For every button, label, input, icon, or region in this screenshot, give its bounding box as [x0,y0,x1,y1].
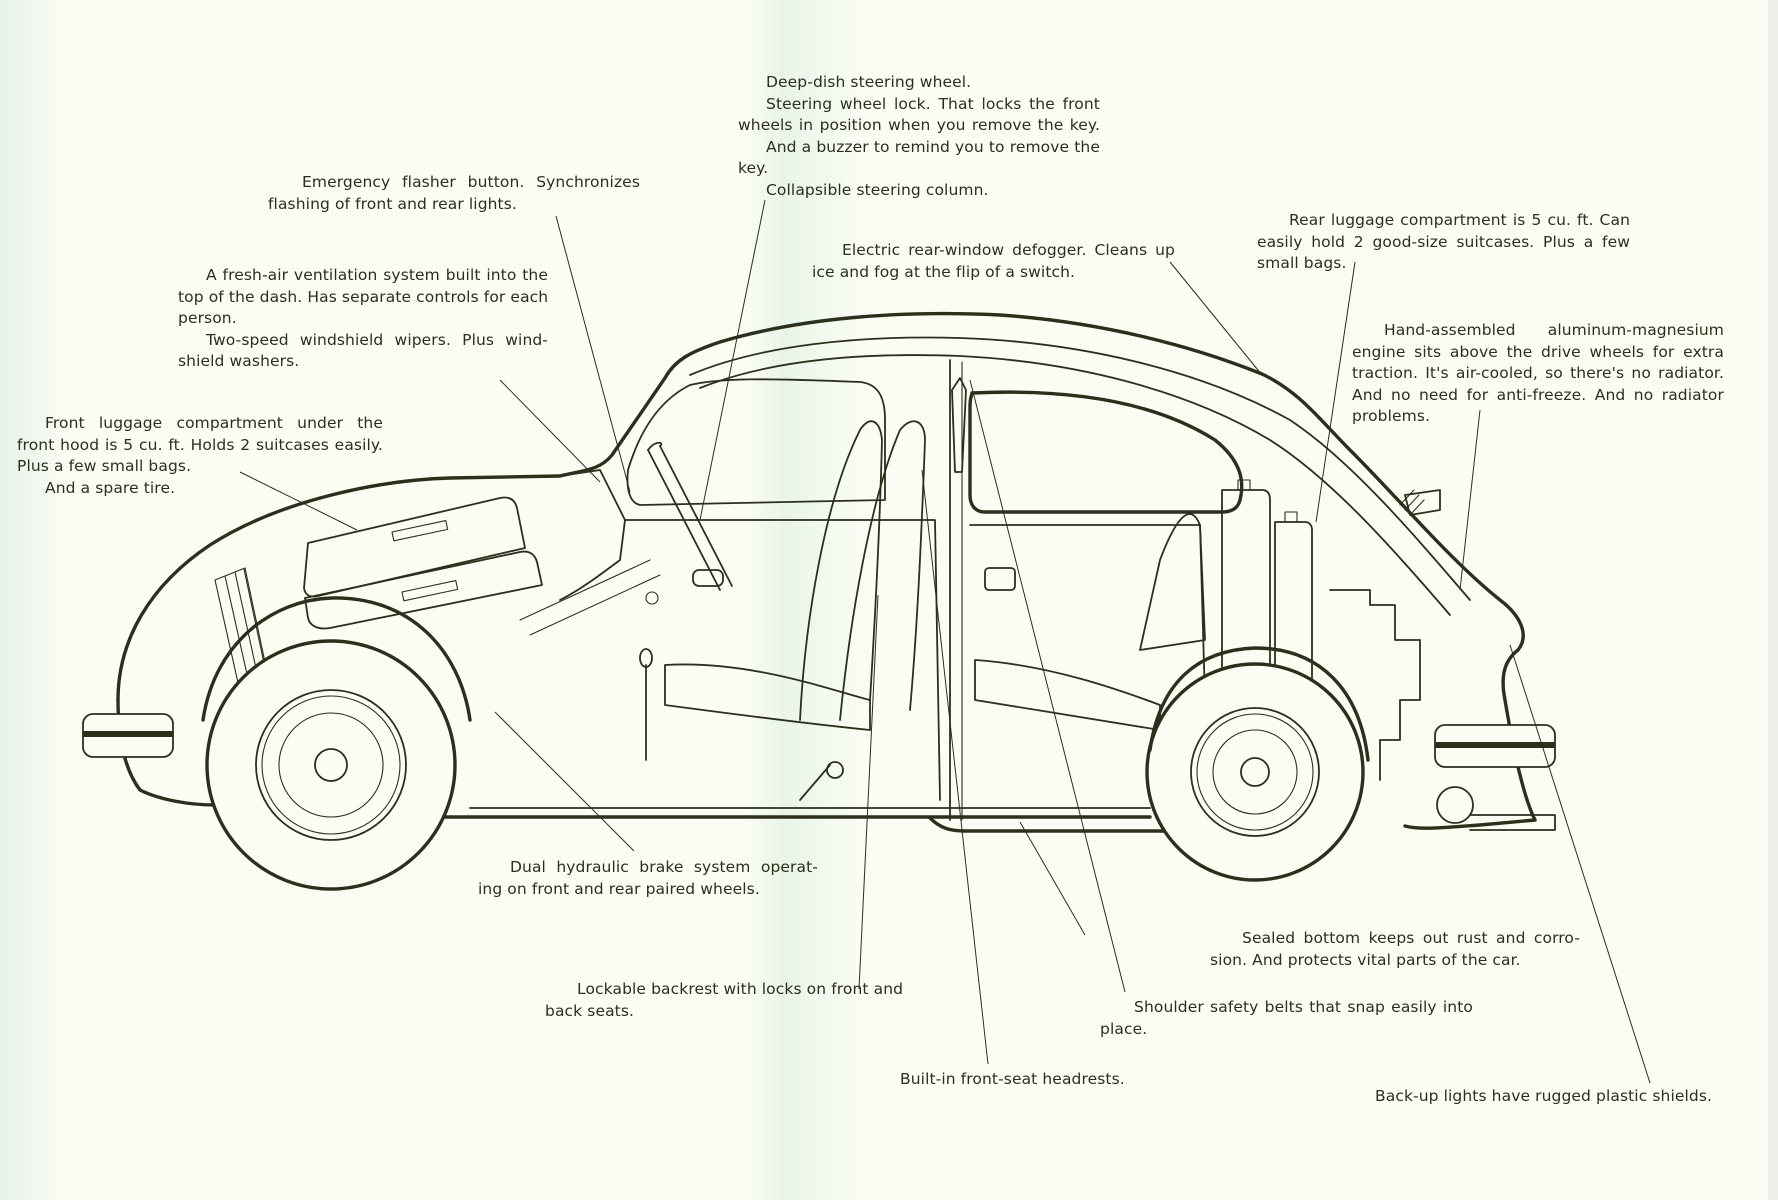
door-handle [692,569,724,587]
callout-defogger: Electric rear-window defogger. Cleans up… [812,240,1175,283]
callout-line: Back-up lights have rugged plastic shiel… [1375,1087,1713,1105]
callout-backup-lights: Back-up lights have rugged plastic shiel… [1375,1086,1712,1108]
page-fold-shading [745,0,875,1200]
callout-line: A fresh-air ventilation system built int… [206,266,548,284]
callout-headrests: Built-in front-seat headrests. [900,1069,1125,1091]
callout-steering: Deep-dish steering wheel. Steering wheel… [738,72,1100,202]
front-bumper [82,713,174,758]
callout-line: Two-speed windshield wipers. Plus wind- [206,330,548,349]
callout-line: Rear luggage compartment is 5 cu. ft. Ca… [1289,211,1630,229]
leader-sealed-bottom [1019,821,1086,936]
callout-line: Sealed bottom keeps out rust and corro- [1242,929,1580,947]
callout-line: sion. And protects vital parts of the ca… [1210,950,1521,969]
page-edge-shading [0,0,70,1200]
callout-line: flashing of front and rear lights. [268,194,517,213]
callout-rear-luggage: Rear luggage compartment is 5 cu. ft. Ca… [1257,210,1630,275]
callout-line: Hand-assembled aluminum-magnesium [1384,321,1724,339]
leader-ventilation [499,379,601,483]
callout-line: person. [178,309,237,328]
leader-defogger [1169,261,1263,376]
rear-luggage-engine [1221,479,1441,781]
rear-wheel [1145,646,1370,882]
callout-line: ice and fog at the flip of a switch. [812,262,1076,281]
callout-line: Lockable backrest with locks on front an… [577,980,904,998]
callout-line: problems. [1352,407,1431,426]
windows [624,359,1244,821]
callout-line: Emergency flasher button. Synchronizes [302,173,640,191]
callout-line: ing on front and rear paired wheels. [478,879,760,898]
callout-line: Electric rear-window defogger. Cleans up [842,241,1175,259]
callout-line: And a spare tire. [45,478,176,497]
page-edge-right [1768,0,1778,1200]
callout-sealed-bottom: Sealed bottom keeps out rust and corro- … [1092,928,1580,971]
callout-line: easily hold 2 good-size suitcases. Plus … [1257,232,1630,251]
callout-line: key. [738,159,769,178]
callout-line: Front luggage compartment under the [45,414,383,432]
callout-line: Collapsible steering column. [766,180,989,199]
callout-backrest: Lockable backrest with locks on front an… [545,979,903,1022]
rear-bumper [1434,724,1556,831]
callout-line: Plus a few small bags. [17,457,192,476]
leader-backup-lights [1509,644,1651,1084]
callout-line: place. [1100,1019,1148,1038]
leader-backrest [858,594,879,990]
leader-headrests [921,469,989,1065]
callout-ventilation: A fresh-air ventilation system built int… [178,265,548,373]
dashboard-steering [519,441,733,636]
leader-steering [699,199,766,521]
callout-brakes: Dual hydraulic brake system operat- ing … [478,857,818,900]
callout-line: shield washers. [178,352,300,371]
callout-line: Steering wheel lock. That locks the fron… [766,94,1100,113]
callout-line: small bags. [1257,254,1347,273]
callout-line: top of the dash. Has separate controls f… [178,287,549,306]
callout-engine: Hand-assembled aluminum-magnesium engine… [1352,320,1724,428]
callout-front-luggage: Front luggage compartment under the fron… [17,413,383,499]
callout-flasher: Emergency flasher button. Synchronizes f… [268,172,640,215]
callout-line: And no need for anti-freeze. And no radi… [1352,385,1724,404]
leader-engine [1459,409,1481,591]
leader-rear-luggage [1315,261,1356,523]
leader-lines [239,199,1651,1084]
callout-line: And a buzzer to remind you to remove the [766,137,1100,156]
callout-line: engine sits above the drive wheels for e… [1352,342,1724,361]
callout-line: Shoulder safety belts that snap easily i… [1134,998,1473,1016]
callout-line: Built-in front-seat headrests. [900,1070,1125,1088]
leader-front-luggage [239,471,358,531]
callout-line: Dual hydraulic brake system operat- [510,858,818,876]
callout-line: wheels in position when you remove the k… [738,116,1100,135]
callout-line: Deep-dish steering wheel. [766,73,972,91]
callout-line: front hood is 5 cu. ft. Holds 2 suitcase… [17,435,383,454]
front-wheel [201,596,472,891]
rear-vent [984,567,1016,591]
leader-brakes [494,711,635,852]
callout-line: back seats. [545,1001,635,1020]
leader-belts [969,379,1126,993]
callout-line: traction. It's air-cooled, so there's no… [1352,364,1724,383]
callout-belts: Shoulder safety belts that snap easily i… [1100,997,1473,1040]
leader-flasher [555,215,631,493]
